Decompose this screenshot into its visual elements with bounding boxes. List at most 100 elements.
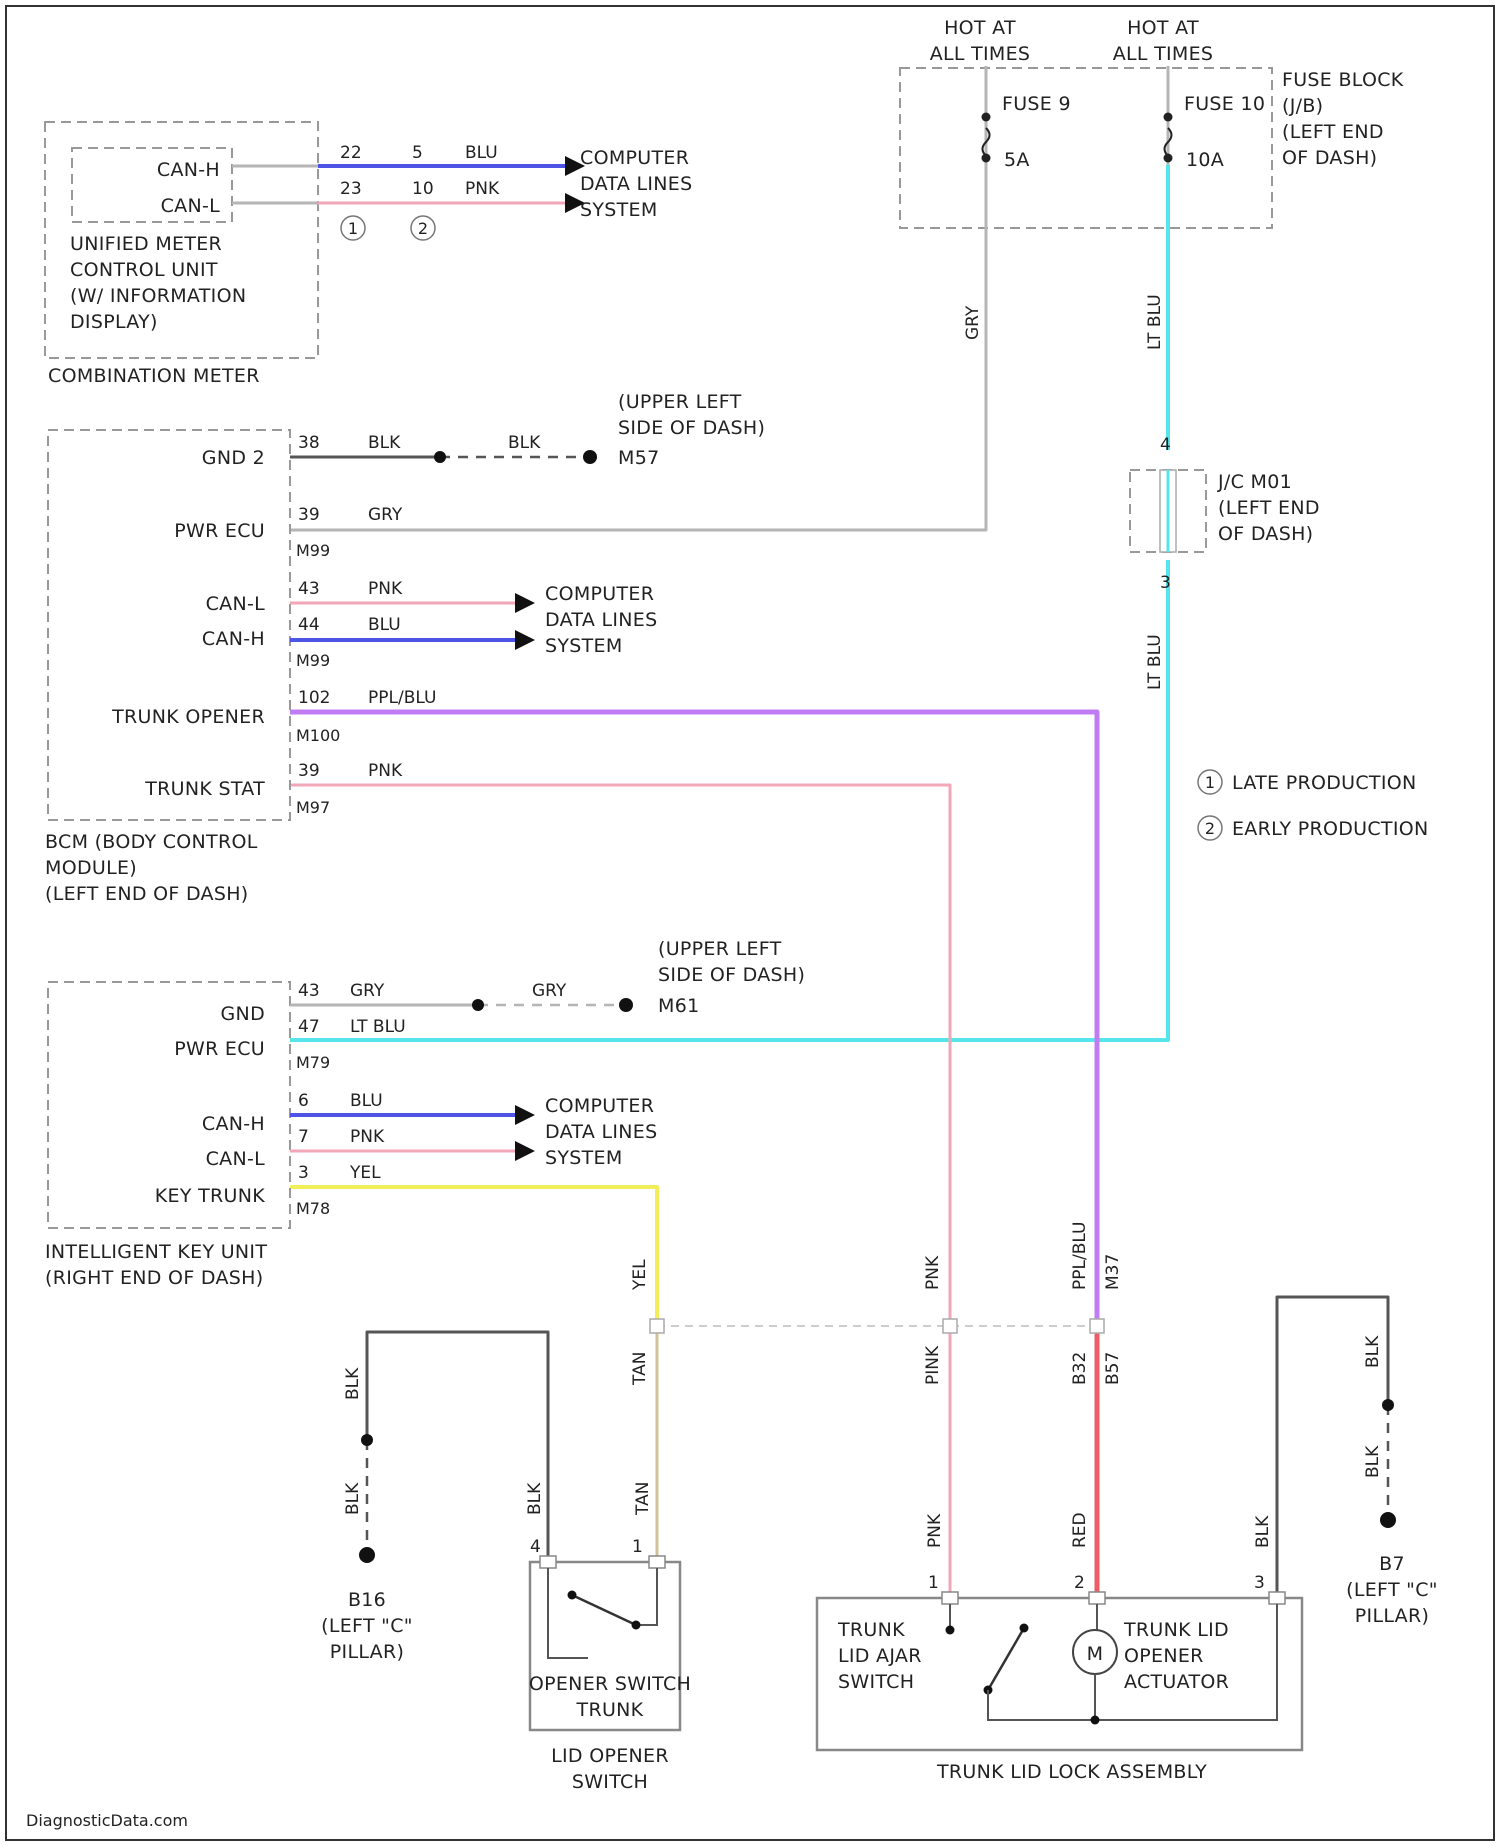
fuse-block-box	[900, 68, 1272, 228]
bcm-pin-can-h: CAN-H	[202, 628, 265, 650]
gry-vertical-label: GRY	[963, 305, 983, 340]
fuse-block-title-4: OF DASH)	[1282, 147, 1377, 169]
ikey-ground-icon	[619, 998, 633, 1012]
ikey-pin-can-l: CAN-L	[206, 1148, 266, 1170]
lid-switch-terminal-1	[649, 1556, 665, 1568]
cm-pin-can-l: CAN-L	[161, 195, 221, 217]
b16-line-1: B16	[348, 1589, 386, 1611]
trunk-lid-lock-assembly: PNK BLK 1 2 3 M TRUNK LID AJAR SWITCH TR…	[817, 1513, 1302, 1783]
bcm-wire-color-pnk: PNK	[368, 579, 403, 599]
bcm-gnd-splice	[434, 451, 446, 463]
trunk-pin-1: 1	[928, 1573, 939, 1593]
jc-pin-top: 4	[1160, 435, 1171, 455]
ikey-pin-num-6: 6	[298, 1091, 309, 1111]
b7-splice	[1382, 1399, 1394, 1411]
lid-switch-internal-left	[548, 1568, 588, 1658]
lid-switch-wire-blk: BLK	[525, 1482, 545, 1515]
trunk-wire-pnk: PNK	[925, 1513, 945, 1548]
ikey-dest-line-1: COMPUTER	[545, 1095, 654, 1117]
b16-splice	[361, 1434, 373, 1446]
bcm-title-1: BCM (BODY CONTROL	[45, 831, 258, 853]
ikey-gnd-splice	[472, 999, 484, 1011]
bcm-title-2: MODULE)	[45, 857, 137, 879]
cm-unit-line-1: UNIFIED METER	[70, 233, 222, 255]
ikey-pin-can-h: CAN-H	[202, 1113, 265, 1135]
cm-marker-2: 2	[418, 219, 428, 238]
harness-lower-b32: B32	[1070, 1352, 1090, 1385]
fuse9-amp: 5A	[1004, 149, 1030, 171]
b7-ground-icon	[1380, 1512, 1396, 1528]
cm-unit-line-2: CONTROL UNIT	[70, 259, 218, 281]
trunk-motor-splice	[1091, 1716, 1100, 1725]
ikey-wire-color-blu: BLU	[350, 1091, 383, 1111]
joint-connector: J/C M01 (LEFT END OF DASH)	[1130, 470, 1320, 552]
fuse-block-title-3: (LEFT END	[1282, 121, 1384, 143]
bcm-pin-can-l: CAN-L	[206, 593, 266, 615]
cm-dest-line-2: DATA LINES	[580, 173, 692, 195]
bcm-arrow-can-l-icon	[515, 593, 535, 613]
cm-wire-num-10: 10	[412, 179, 434, 199]
fuse-block-title-1: FUSE BLOCK	[1282, 69, 1404, 91]
harness-upper-pplblu: PPL/BLU	[1070, 1222, 1090, 1290]
bcm-dest-line-3: SYSTEM	[545, 635, 623, 657]
fuse-block-title-2: (J/B)	[1282, 95, 1323, 117]
lid-switch-pivot	[568, 1591, 577, 1600]
bcm-wire-color-pnk-stat: PNK	[368, 761, 403, 781]
bcm-wire-color-blu: BLU	[368, 615, 401, 635]
footer-watermark: DiagnosticData.com	[26, 1811, 188, 1830]
ltblu-lower-label: LT BLU	[1145, 634, 1165, 690]
lid-opener-switch: BLK TAN 4 1 OPENER SWITCH TRUNK LID OPEN…	[525, 1482, 691, 1793]
trunk-actuator-line-2: OPENER	[1124, 1645, 1204, 1667]
trunk-assembly-title: TRUNK LID LOCK ASSEMBLY	[936, 1761, 1207, 1783]
lid-switch-internal-right	[636, 1568, 657, 1625]
fuse9-terminal	[982, 113, 991, 122]
all-times-label-1: ALL TIMES	[930, 43, 1031, 65]
bcm-connector-m100: M100	[296, 726, 340, 745]
trunk-terminal-1	[942, 1592, 958, 1604]
b7-wire-label-lower: BLK	[1363, 1445, 1383, 1478]
fuse10-amp: 10A	[1186, 149, 1224, 171]
bcm: GND 2 PWR ECU CAN-L CAN-H TRUNK OPENER T…	[45, 391, 765, 905]
jc-title-2: (LEFT END	[1218, 497, 1320, 519]
bcm-gnd-line-2: SIDE OF DASH)	[618, 417, 765, 439]
b16-wire-label-upper: BLK	[343, 1367, 363, 1400]
fuse10-terminal	[1164, 113, 1173, 122]
lid-switch-inner-1: OPENER SWITCH	[529, 1673, 691, 1695]
ikey-pin-num-43: 43	[298, 981, 320, 1001]
wire-blk-lid-switch	[367, 1332, 548, 1562]
cm-dest-line-1: COMPUTER	[580, 147, 689, 169]
ikey-title-1: INTELLIGENT KEY UNIT	[45, 1241, 267, 1263]
ikey-pin-key-trunk: KEY TRUNK	[155, 1185, 265, 1207]
harness-labels: YEL PNK PPL/BLU M37 TAN PINK B32 RED B57	[630, 1222, 1123, 1548]
ikey-pin-gnd: GND	[221, 1003, 265, 1025]
trunk-ajar-line-1: TRUNK	[837, 1619, 905, 1641]
cm-wire-num-5: 5	[412, 143, 423, 163]
bcm-pin-num-39b: 39	[298, 761, 320, 781]
trunk-terminal-2	[1089, 1592, 1105, 1604]
ikey-dest-line-2: DATA LINES	[545, 1121, 657, 1143]
hot-at-label-1: HOT AT	[944, 17, 1016, 39]
bcm-dest-line-2: DATA LINES	[545, 609, 657, 631]
ikey-arrow-can-h-icon	[515, 1105, 535, 1125]
bcm-pin-num-38: 38	[298, 433, 320, 453]
trunk-ajar-line-2: LID AJAR	[838, 1645, 922, 1667]
wire-yel-key-trunk	[290, 1187, 657, 1326]
bcm-connector-m99b: M99	[296, 651, 330, 670]
ikey-gnd-line-2: SIDE OF DASH)	[658, 964, 805, 986]
b7-line-3: PILLAR)	[1355, 1605, 1429, 1627]
b16-line-3: PILLAR)	[330, 1641, 404, 1663]
trunk-ajar-line-3: SWITCH	[838, 1671, 914, 1693]
lid-switch-inner-2: TRUNK	[576, 1699, 644, 1721]
b16-wire-label-lower: BLK	[343, 1482, 363, 1515]
fuse9-name: FUSE 9	[1002, 93, 1071, 115]
combination-meter-title: COMBINATION METER	[48, 365, 260, 387]
trunk-actuator-line-3: ACTUATOR	[1124, 1671, 1229, 1693]
ltblu-upper-label: LT BLU	[1145, 294, 1165, 350]
jc-title-1: J/C M01	[1217, 471, 1292, 493]
bcm-gnd-color: BLK	[508, 433, 541, 453]
legend-early-production: EARLY PRODUCTION	[1232, 818, 1429, 840]
bcm-ground-icon	[583, 450, 597, 464]
bcm-pin-num-102: 102	[298, 688, 330, 708]
b16-ground-icon	[359, 1547, 375, 1563]
